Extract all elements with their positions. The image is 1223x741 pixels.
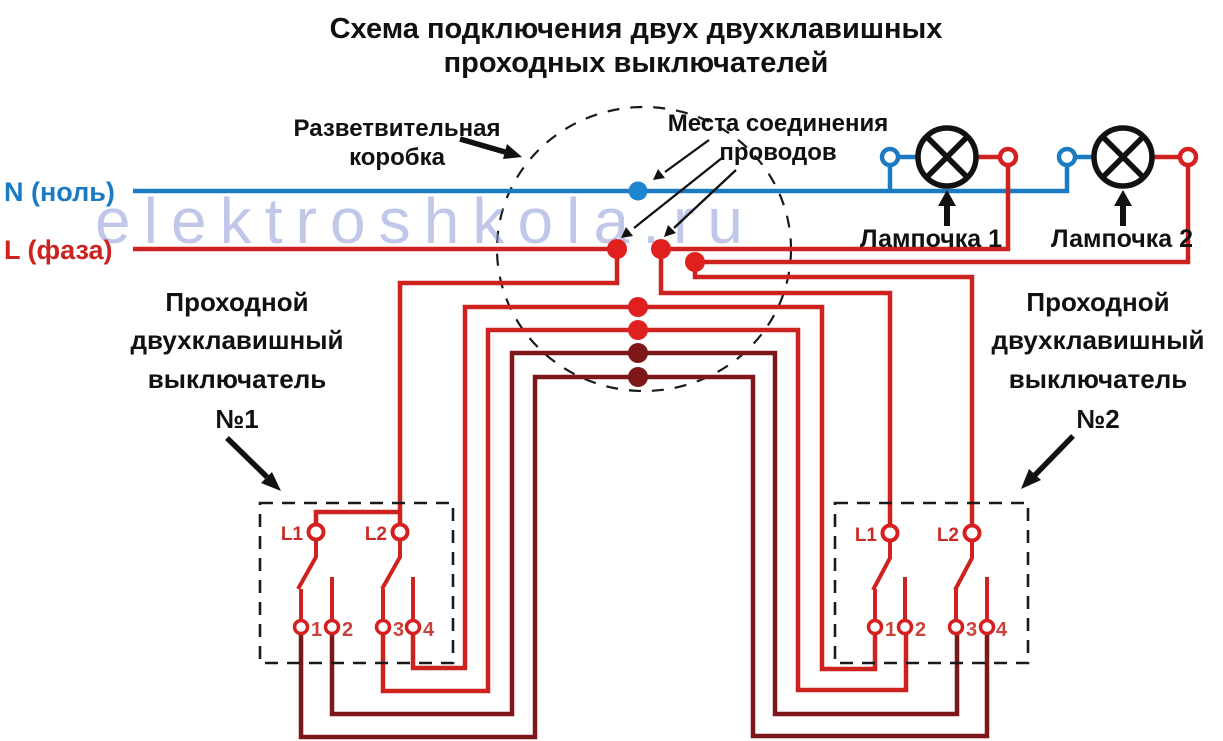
switch2-l2-terminal (962, 523, 982, 543)
traveler-joint-dot-c (628, 343, 648, 363)
switch2-num-2: 2 (915, 619, 926, 641)
wire-joint2-to-lamp1 (661, 157, 1011, 252)
connection-points-label-line1: Места соединения (668, 110, 889, 137)
neutral-label: N (ноль) (4, 177, 115, 207)
phase-joint-dot-2 (651, 239, 671, 259)
switch2-num-4: 4 (996, 619, 1008, 641)
traveler-joint-dot-d (628, 367, 648, 387)
connection-dots (607, 181, 705, 387)
svg-text:Проходной: Проходной (1026, 287, 1169, 317)
switch1-num-4: 4 (423, 619, 435, 641)
switch1-terminal-4 (404, 618, 422, 636)
switch1-terminal-2 (323, 618, 341, 636)
switch2-lever-l1 (871, 540, 892, 591)
switch2-num-3: 3 (966, 619, 977, 641)
switch2-terminal-4 (978, 618, 996, 636)
traveler-c-right (638, 350, 960, 717)
switch1-terminal-3 (374, 618, 392, 636)
annotation-arrows (225, 136, 1132, 491)
junction-box-arrow (459, 136, 522, 159)
switch1-num-3: 3 (393, 619, 404, 641)
lamp-2-symbol (1056, 125, 1199, 189)
junction-box-label-line1: Разветвительная (294, 115, 501, 142)
switch1-l1-label: L1 (281, 524, 304, 545)
connection-arrow-dot2 (664, 169, 737, 237)
traveler-a-left (410, 304, 638, 671)
phase-wires (133, 154, 1191, 526)
switch2-terminal-2 (896, 618, 914, 636)
switch1-l1-terminal (306, 522, 326, 542)
switch-2-box: L1 L2 1 2 3 4 (833, 501, 1030, 665)
switch1-num-1: 1 (311, 619, 322, 641)
lamp2-arrow (1114, 190, 1132, 226)
switch2-label: Проходной двухклавишный выключатель №2 (992, 287, 1205, 434)
wire-joint2-to-switch2-l1 (658, 249, 893, 526)
switch1-arrow (225, 436, 281, 491)
traveler-b-right (638, 327, 909, 693)
wire-joint3-to-switch2-l2 (692, 262, 975, 526)
switch2-l2-label: L2 (937, 525, 959, 546)
lamp1-label: Лампочка 1 (860, 225, 1002, 253)
svg-text:№1: №1 (215, 404, 258, 434)
svg-text:выключатель: выключатель (148, 364, 327, 394)
lamp1-phase-terminal (997, 146, 1019, 168)
phase-joint-dot-1 (607, 239, 627, 259)
switch2-terminal-1 (866, 618, 884, 636)
traveler-wires-red (380, 304, 909, 694)
switch2-lever-l2 (953, 540, 974, 591)
traveler-joint-dot-b (628, 320, 648, 340)
switch1-l2-terminal (390, 522, 410, 542)
wire-joint3-to-lamp2 (695, 157, 1191, 265)
switch2-arrow (1021, 434, 1075, 489)
connection-arrow-dot1 (621, 157, 723, 238)
phase-joint-dot-3 (685, 252, 705, 272)
traveler-c-left (329, 350, 638, 717)
diagram-title-line2: проходных выключателей (444, 47, 829, 79)
watermark-text: elektroshkola.ru (95, 185, 745, 257)
lamp1-neutral-terminal (879, 146, 901, 168)
lamp2-neutral-terminal (1056, 146, 1078, 168)
switch1-label: Проходной двухклавишный выключатель №1 (131, 287, 344, 434)
diagram-title-line1: Схема подключения двух двухклавишных (330, 13, 943, 45)
traveler-b-left (380, 327, 638, 694)
lamp2-phase-terminal (1177, 146, 1199, 168)
traveler-a-right (638, 304, 878, 672)
switch1-lever-l2 (380, 539, 402, 590)
svg-text:Проходной: Проходной (165, 287, 308, 317)
phase-label: L (фаза) (4, 235, 113, 265)
switch1-lever-l1 (296, 539, 318, 590)
lamp2-label: Лампочка 2 (1051, 225, 1193, 253)
traveler-joint-dot-a (628, 297, 648, 317)
switch1-l2-label: L2 (365, 524, 387, 545)
switch1-jumper (313, 509, 400, 526)
switch2-l1-terminal (880, 523, 900, 543)
lamp-1-symbol (879, 125, 1019, 189)
switch2-terminal-3 (947, 618, 965, 636)
svg-text:выключатель: выключатель (1009, 364, 1188, 394)
lamp1-arrow (938, 190, 956, 226)
svg-text:двухклавишный: двухклавишный (131, 325, 344, 355)
switch-1-box: L1 L2 1 2 3 4 (258, 501, 455, 665)
switch1-num-2: 2 (342, 619, 353, 641)
traveler-d-left (298, 374, 638, 740)
switch2-num-1: 1 (885, 619, 896, 641)
junction-box-label-line2: коробка (349, 144, 446, 171)
connection-arrow-neutral-dot (653, 139, 710, 180)
svg-text:№2: №2 (1076, 404, 1119, 434)
neutral-joint-dot (628, 181, 648, 201)
svg-text:двухклавишный: двухклавишный (992, 325, 1205, 355)
traveler-d-right (638, 374, 990, 739)
switch1-terminal-1 (292, 618, 310, 636)
connection-points-label-line2: проводов (719, 139, 836, 166)
traveler-wires-dark (298, 350, 990, 740)
wire-joint1-to-switch1 (397, 249, 620, 526)
switch2-l1-label: L1 (855, 525, 878, 546)
